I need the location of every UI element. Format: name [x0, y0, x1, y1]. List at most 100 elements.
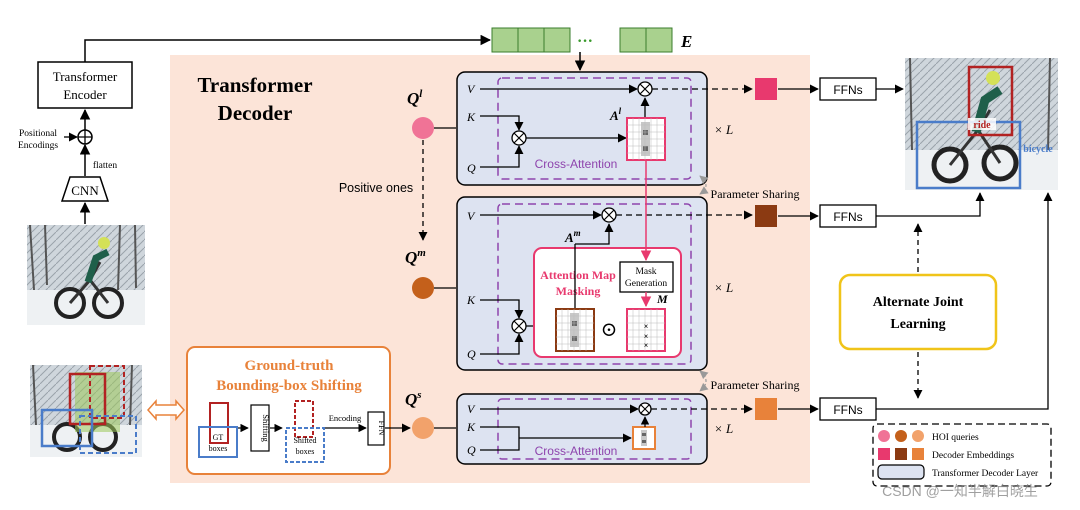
al-label: Al [609, 106, 622, 123]
decoder-title-line2: Decoder [218, 101, 293, 125]
query-s-label: Qs [405, 389, 422, 409]
legend-emb-m [895, 448, 907, 460]
m-label: M [656, 292, 668, 306]
query-s [412, 417, 434, 439]
legend-query-m [895, 430, 907, 442]
ffn2-to-output [876, 192, 985, 217]
gt-input-image [30, 364, 142, 457]
add-operator-cross [78, 130, 92, 144]
encoder-embeddings [491, 27, 673, 53]
gt-object-box [40, 408, 94, 448]
param-sharing-arrow-1 [699, 175, 709, 195]
q-label-1: Q [467, 161, 476, 175]
times-l-2: × L [714, 280, 733, 295]
gt-ffn-label: FFN [377, 421, 386, 436]
am-to-v-line [575, 223, 614, 245]
legend-query-l [878, 430, 890, 442]
matmul-cross-2a [513, 320, 525, 332]
shifted-label-line2: boxes [296, 447, 315, 456]
bicycle-label: bicycle [1023, 144, 1053, 155]
gt-human-box [68, 372, 107, 426]
gt-human-icon [209, 402, 229, 444]
masking-title-line1: Attention Map [540, 268, 616, 282]
cross-attention-region-2 [497, 203, 692, 365]
cross-attention-label-3: Cross-Attention [535, 444, 618, 458]
gt-label-line1: GT [213, 433, 224, 442]
query-l [412, 117, 434, 139]
watermark: CSDN @一知半解白晓生 [882, 483, 1038, 499]
matmul-cross-1b [639, 83, 651, 95]
query-l-label: Ql [407, 88, 423, 108]
input-image [27, 224, 145, 325]
k-line-1 [480, 115, 524, 131]
param-sharing-arrow-2 [699, 370, 709, 392]
kq-line-3 [480, 426, 631, 451]
alternate-joint-learning-box [838, 273, 998, 351]
v-label-3: V [467, 402, 476, 416]
shifted-human-icon [294, 400, 314, 438]
gt-object-icon [198, 426, 238, 458]
attention-map-al [626, 117, 666, 161]
encoder-title-line2: Encoder [63, 87, 107, 102]
k-label-2: K [466, 293, 476, 307]
matmul-cross-3 [640, 404, 650, 414]
odot-operator: ⊙ [601, 319, 618, 341]
legend-decoder-embeddings: Decoder Embeddings [932, 451, 1014, 461]
matmul-cross-2b [603, 209, 615, 221]
decoder-embedding-m [755, 205, 777, 227]
k-label-1: K [466, 110, 476, 124]
pred-human-box [967, 65, 1014, 137]
output-image [905, 57, 1058, 190]
attention-map-am [555, 308, 595, 352]
encoding-label: Encoding [329, 413, 362, 423]
legend-emb-l [878, 448, 890, 460]
svg-text:×: × [644, 322, 649, 331]
svg-text:×: × [644, 332, 649, 341]
decoder-embedding-s [755, 398, 777, 420]
gt-shifting-title-line2: Bounding-box Shifting [216, 378, 362, 394]
ffns-label-2: FFNs [833, 210, 862, 224]
legend-query-s [912, 430, 924, 442]
gt-label-line2: boxes [209, 444, 228, 453]
cnn-label: CNN [71, 183, 99, 198]
mask-gen-line1: Mask [635, 267, 656, 277]
q-label-3: Q [467, 443, 476, 457]
masking-title-line2: Masking [556, 284, 601, 298]
decoder-embedding-l [755, 78, 777, 100]
param-sharing-label-1: Parameter Sharing [711, 187, 800, 201]
k-line-2 [480, 299, 524, 319]
transformer-encoder-box [37, 61, 133, 109]
attention-map-as [632, 426, 656, 450]
flatten-label: flatten [93, 160, 118, 171]
positional-line2: Encodings [18, 141, 58, 151]
cross-attention-region-3 [497, 398, 692, 460]
decoder-title-line1: Transformer [197, 73, 312, 97]
legend-decoder-layer: Transformer Decoder Layer [932, 468, 1039, 479]
positional-line1: Positional [19, 129, 57, 139]
cross-attention-label-1: Cross-Attention [535, 157, 618, 171]
cross-attention-region-1 [497, 77, 692, 180]
ffns-label-3: FFNs [833, 403, 862, 417]
alternate-line2: Learning [890, 317, 945, 332]
legend-decoder-layer-icon [877, 464, 925, 480]
gt-human-box-shifted [89, 365, 125, 419]
shifted-label-line1: Shifted [293, 436, 316, 445]
gt-shifting-title-line1: Ground-truth [245, 358, 335, 374]
q-label-2: Q [467, 347, 476, 361]
positive-ones-label: Positive ones [339, 181, 413, 195]
embedding-dots: ··· [577, 33, 593, 50]
mask-gen-line2: Generation [625, 279, 667, 289]
mask-matrix-m: × × × [626, 308, 666, 352]
param-sharing-label-2: Parameter Sharing [711, 378, 800, 392]
embedding-label: E [680, 32, 692, 51]
v-label-1: V [467, 82, 476, 96]
cnn-block [60, 176, 110, 202]
shifted-object-icon [285, 427, 325, 463]
ride-label: ride [973, 120, 991, 131]
shifting-label: Shifting [261, 414, 271, 442]
times-l-3: × L [714, 421, 733, 436]
q-line-1 [480, 145, 524, 168]
legend-hoi-queries: HOI queries [932, 433, 979, 443]
shifting-box [250, 404, 270, 452]
